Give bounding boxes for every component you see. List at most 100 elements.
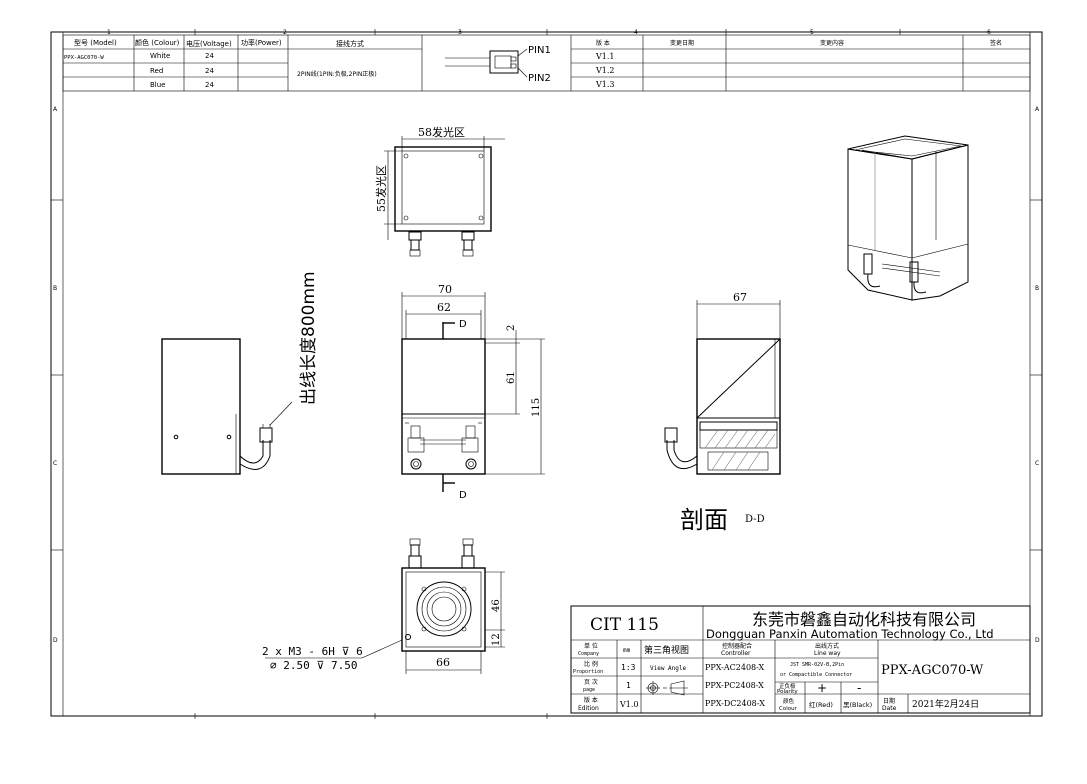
cable-length-label: 出线长度800mm [299, 271, 319, 405]
scale-value: 1:3 [621, 663, 636, 672]
scale-label-cn: 比 例 [584, 660, 598, 668]
bottom-dim-12: 12 [491, 633, 502, 646]
third-angle-projection-icon [646, 680, 688, 696]
section-title: 剖面 [680, 506, 728, 534]
page-label-en: page [583, 687, 595, 693]
company-name-en: Dongguan Panxin Automation Technology Co… [706, 627, 994, 641]
frame [50, 29, 1043, 719]
voltage-blue: 24 [205, 81, 214, 89]
zone-number-4: 4 [634, 29, 638, 36]
polarity-plus: + [817, 681, 827, 695]
lineway-value-2: or Compactible Connector [780, 672, 852, 678]
colour-blue: Blue [150, 81, 166, 89]
rev-version-2: V1.2 [595, 66, 615, 75]
connector-sketch [445, 48, 528, 78]
rev-version-3: V1.3 [595, 80, 615, 89]
hole-note-line-1: 2 x M3 - 6H ⊽ 6 [262, 645, 363, 658]
date-value: 2021年2月24日 [912, 698, 979, 710]
hole-note-line-2: ⌀ 2.50 ⊽ 7.50 [270, 659, 358, 672]
zone-number-3: 3 [458, 29, 462, 36]
col-model-header: 型号 (Model) [74, 38, 117, 47]
zone-number-5: 5 [810, 29, 814, 36]
bottom-dim-66: 66 [436, 656, 450, 669]
spec-table-text: 型号 (Model) 颜色 (Colour) 电压(Voltage) 功率(Po… [64, 38, 1002, 89]
col-colour-header: 颜色 (Colour) [135, 38, 180, 47]
section-title-suffix: D-D [745, 514, 765, 525]
controller-pc: PPX-PC2408-X [705, 681, 764, 690]
polarity-label-en: Polarity [777, 689, 798, 695]
zone-letter-c-left: C [53, 460, 57, 467]
date-label-en: Date [882, 705, 897, 712]
controller-label-en: Controller [721, 650, 751, 657]
controller-dc: PPX-DC2408-X [705, 699, 765, 708]
colour-red: 红(Red) [809, 700, 833, 709]
controller-ac: PPX-AC2408-X [705, 663, 765, 672]
top-height-dim: 55发光区 [374, 165, 388, 212]
colour-white: White [150, 52, 170, 60]
zone-letter-b-right: B [1035, 285, 1039, 292]
edition-label-cn: 版 本 [584, 696, 598, 704]
bottom-view [265, 538, 505, 674]
rev-version-header: 版 本 [596, 39, 610, 47]
top-view [384, 136, 505, 257]
front-dim-2: 2 [506, 325, 517, 331]
zone-letter-a-left: A [53, 106, 58, 113]
col-power-header: 功率(Power) [241, 38, 282, 47]
unit-label-cn: 单 位 [584, 642, 598, 650]
title-block [570, 605, 1031, 714]
projection-cn: 第三角视图 [644, 644, 689, 656]
model-value: PPX-AGC070-W [64, 55, 104, 61]
lineway-label-en: Line way [814, 650, 841, 657]
date-label-cn: 日期 [883, 697, 895, 705]
unit-label-en: Company [578, 651, 599, 657]
rev-sign-header: 签名 [990, 39, 1002, 47]
zone-number-2: 2 [283, 29, 287, 36]
voltage-white: 24 [205, 52, 214, 60]
page-label-cn: 页 次 [584, 678, 598, 686]
colour-red: Red [150, 67, 163, 75]
zone-letter-d-left: D [53, 637, 58, 644]
front-dim-70: 70 [438, 283, 452, 296]
section-mark-top: D [459, 319, 467, 330]
wiring-description: 2PIN线(1PIN:负极,2PIN正极) [297, 70, 377, 78]
lineway-value-1: JST SMR-02V-B,2Pin [790, 662, 844, 668]
colour-label-en: Colour [779, 706, 798, 712]
side-view-left [161, 338, 293, 475]
side-dim-67: 67 [733, 291, 747, 304]
rev-version-1: V1.1 [595, 52, 615, 61]
polarity-minus: - [857, 681, 861, 695]
wiring-title: 接线方式 [336, 39, 364, 48]
zone-labels: 1 2 3 4 5 6 A B C D A B C D [53, 29, 1040, 644]
voltage-red: 24 [205, 67, 214, 75]
projection-en: View Angle [650, 665, 687, 672]
bottom-dim-46: 46 [491, 599, 502, 612]
front-dim-115: 115 [531, 398, 542, 417]
section-view [664, 300, 781, 475]
zone-letter-b-left: B [53, 285, 57, 292]
front-dim-62: 62 [437, 301, 451, 314]
rev-date-header: 变更日期 [670, 39, 694, 47]
colour-label-cn: 颜色 [783, 697, 795, 705]
controller-label-cn: 控制器配合 [722, 642, 752, 650]
drawing-code: CIT 115 [590, 615, 659, 635]
zone-letter-a-right: A [1035, 106, 1040, 113]
lineway-label-cn: 出线方式 [815, 642, 839, 650]
front-dim-61: 61 [506, 371, 517, 384]
company-name-cn: 东莞市磐鑫自动化科技有限公司 [752, 610, 976, 629]
front-view [401, 292, 545, 492]
zone-letter-d-right: D [1035, 637, 1040, 644]
zone-letter-c-right: C [1035, 460, 1039, 467]
edition-value: V1.0 [619, 700, 639, 709]
title-block-text: CIT 115 东莞市磐鑫自动化科技有限公司 Dongguan Panxin A… [573, 610, 994, 712]
zone-number-1: 1 [107, 29, 111, 36]
page-value: 1 [626, 681, 631, 690]
part-number: PPX-AGC070-W [881, 663, 984, 678]
colour-black: 黑(Black) [843, 701, 872, 709]
unit-value: mm [623, 647, 631, 654]
section-mark-bottom: D [459, 490, 467, 501]
spec-table [62, 34, 1031, 92]
pin2-label: PIN2 [528, 73, 551, 84]
scale-label-en: Proportion [573, 669, 603, 675]
top-width-dim: 58发光区 [418, 125, 465, 139]
